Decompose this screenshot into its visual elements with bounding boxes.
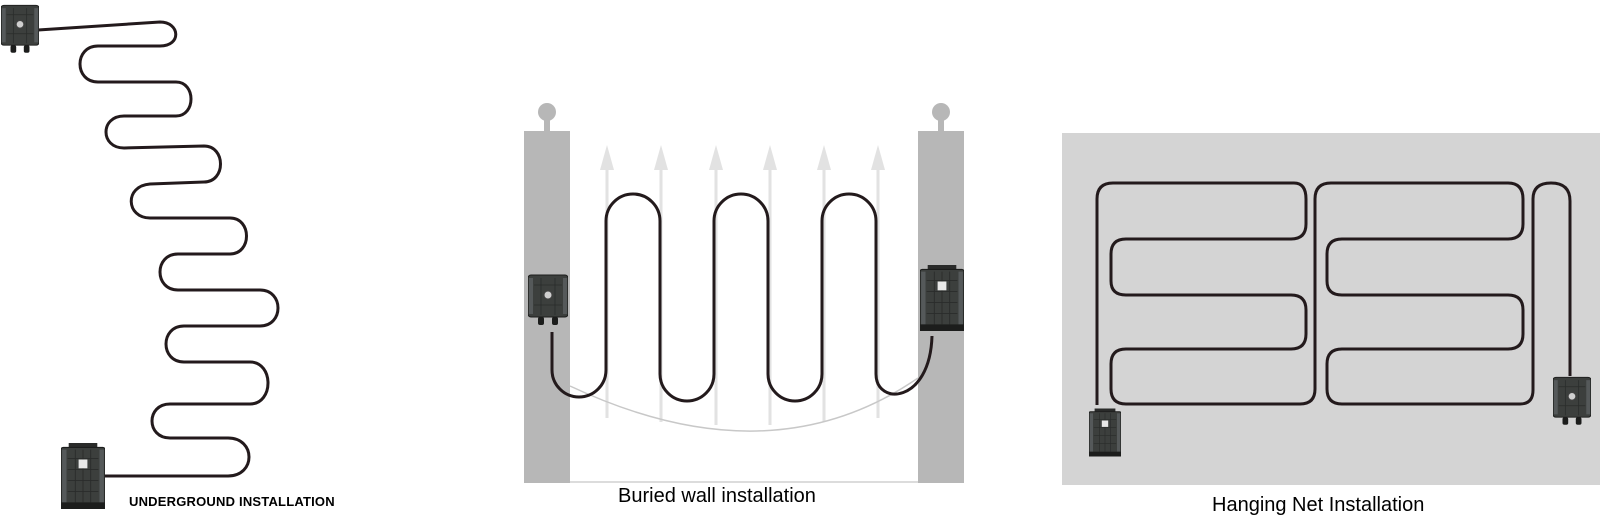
buried-wall-panel <box>524 103 964 483</box>
underground-installation-label: UNDERGROUND INSTALLATION <box>129 494 335 509</box>
fiber-closure-icon <box>920 264 964 332</box>
buried-wall-cable <box>550 192 934 403</box>
left-pillar-cap <box>538 103 556 121</box>
fiber-closure-icon <box>1 4 39 54</box>
buried-wall-installation-label: Buried wall installation <box>618 485 816 507</box>
underground-panel <box>1 4 280 510</box>
fiber-closure-icon <box>1089 408 1121 457</box>
underground-cable <box>36 20 280 478</box>
hanging-net-cable <box>1095 181 1572 406</box>
fiber-closure-icon <box>528 274 568 326</box>
right-pillar-neck <box>938 118 944 132</box>
right-pillar-cap <box>932 103 950 121</box>
net-background <box>1062 133 1600 485</box>
fence-arc <box>569 377 919 432</box>
fence-spears <box>600 145 885 425</box>
fiber-closure-icon <box>1553 376 1591 426</box>
hanging-net-panel <box>1062 133 1600 485</box>
fiber-closure-icon <box>61 442 105 510</box>
left-pillar-neck <box>544 118 550 132</box>
hanging-net-installation-label: Hanging Net Installation <box>1212 494 1425 516</box>
